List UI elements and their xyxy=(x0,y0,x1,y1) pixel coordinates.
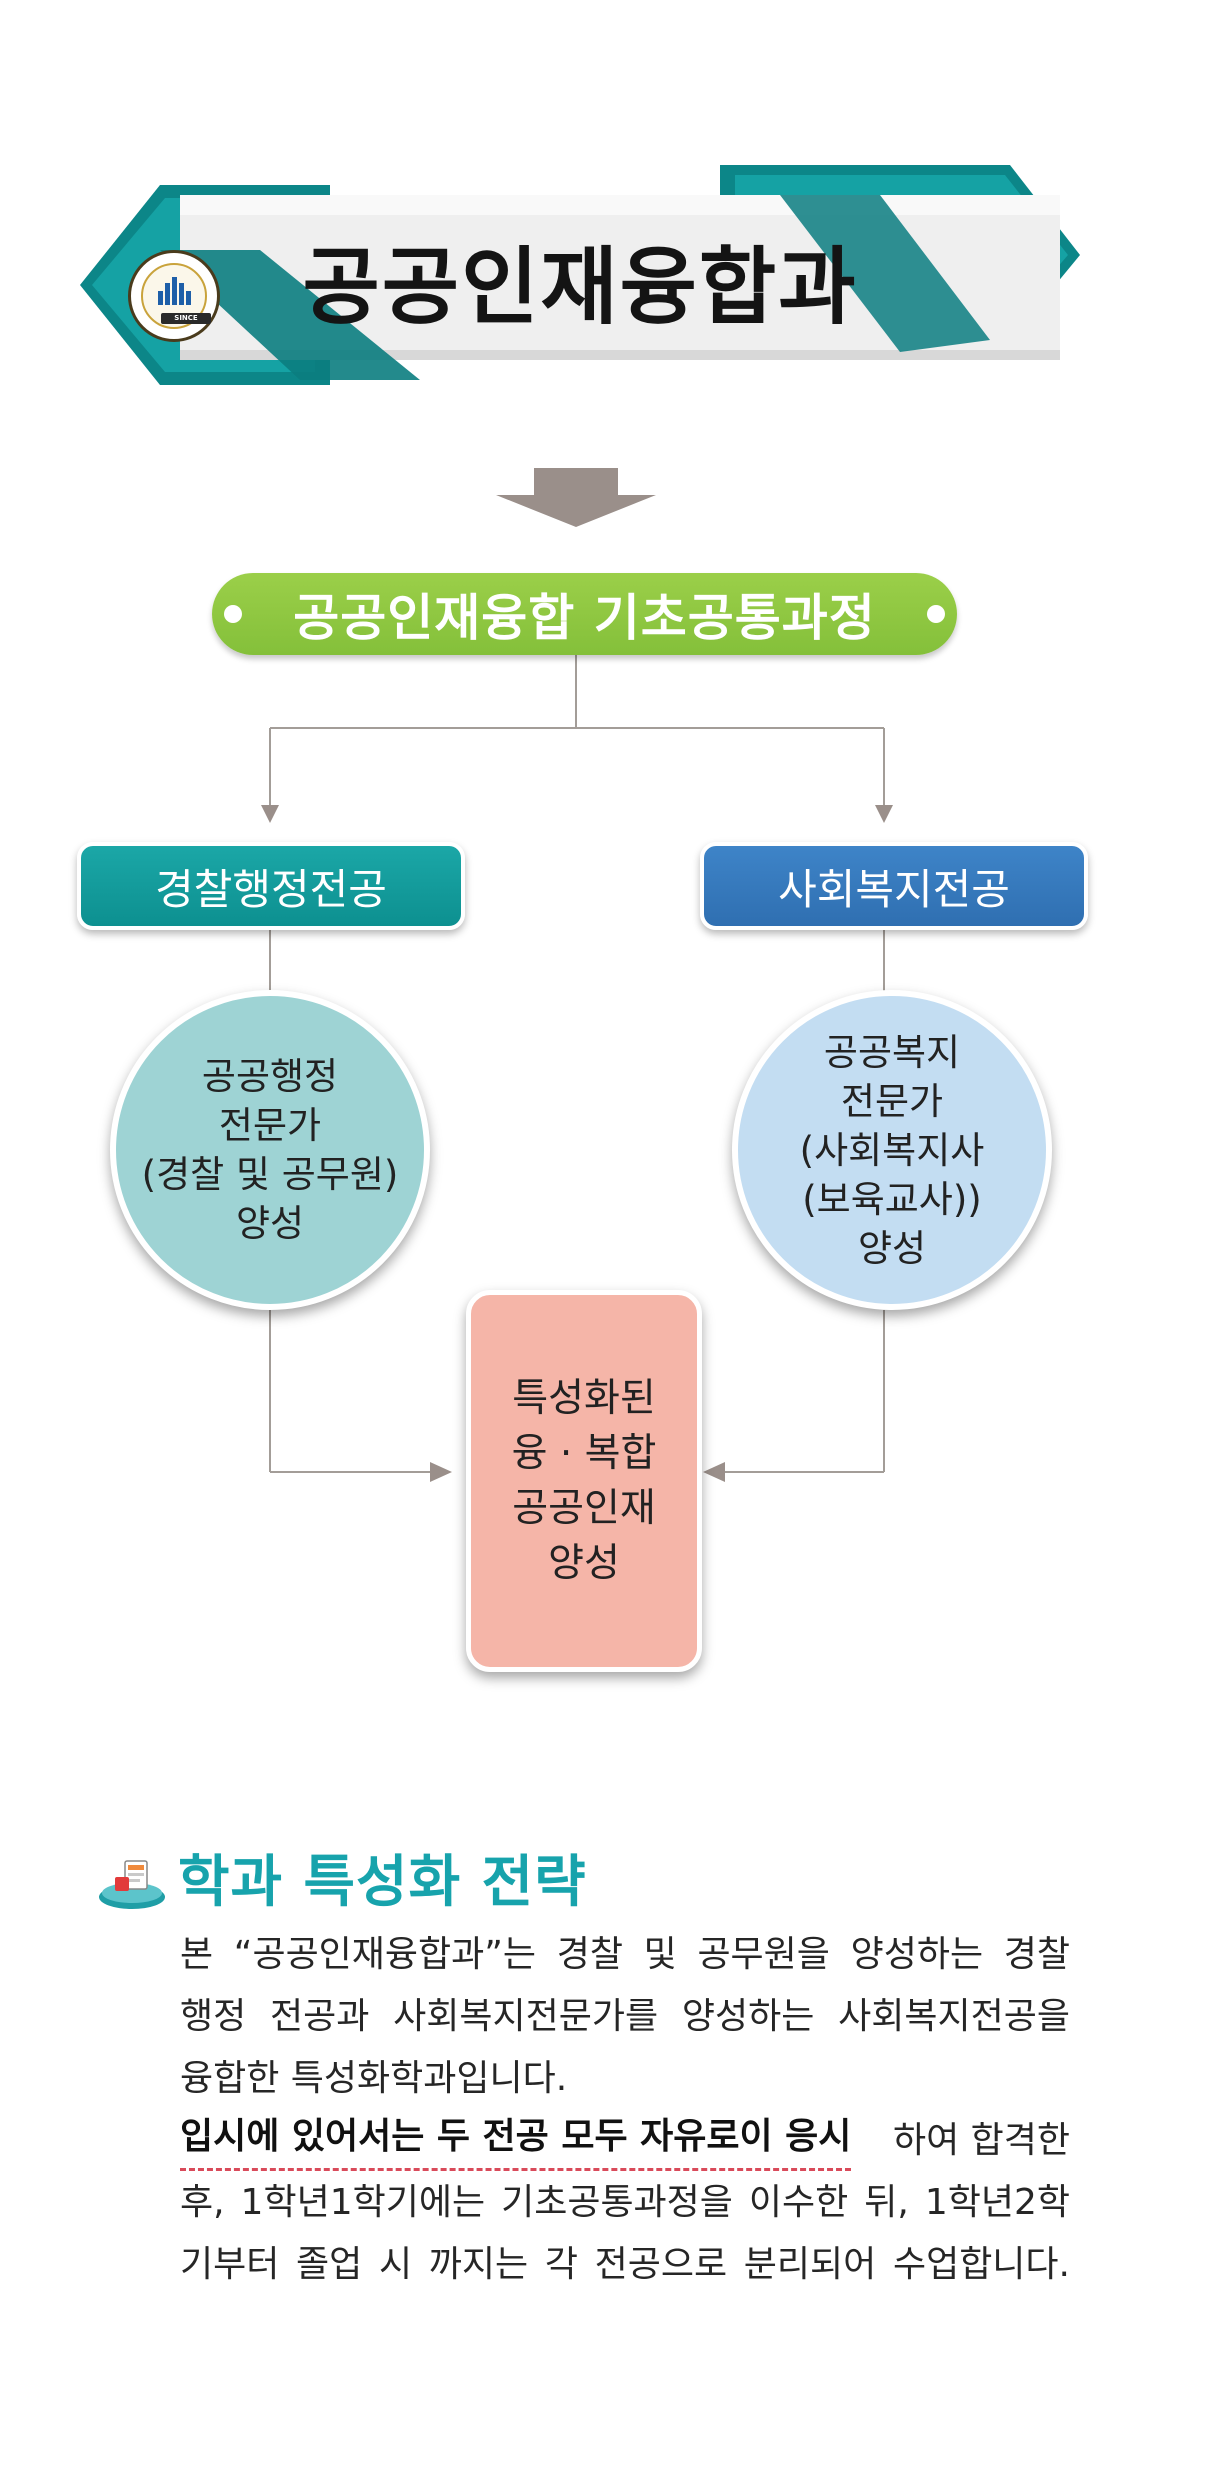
social-major-label: 사회복지전공 xyxy=(778,864,1010,914)
bulletin-icon xyxy=(99,1860,165,1909)
strategy-line-5: 후, 1학년1학기에는 기초공통과정을 이수한 뒤, 1학년2학 xyxy=(180,2182,1070,2223)
police-major-label: 경찰행정전공 xyxy=(155,864,387,914)
banner-ribbon xyxy=(80,165,1080,385)
strategy-line-1: 본 “공공인재융합과”는 경찰 및 공무원을 양성하는 경찰 xyxy=(180,1934,1070,1975)
police-outcome-circle: 공공행정 전문가 (경찰 및 공무원) 양성 xyxy=(110,990,430,1310)
strategy-line-2: 행정 전공과 사회복지전문가를 양성하는 사회복지전공을 xyxy=(180,1996,1070,2037)
social-outcome-circle: 공공복지 전문가 (사회복지사 (보육교사)) 양성 xyxy=(732,990,1052,1310)
pill-dot-left xyxy=(224,605,242,623)
strategy-heading: 학과 특성화 전략 xyxy=(178,1850,587,1915)
police-outcome-text: 공공행정 전문가 (경찰 및 공무원) 양성 xyxy=(141,1055,399,1245)
social-outcome-text: 공공복지 전문가 (사회복지사 (보육교사)) 양성 xyxy=(799,1030,985,1270)
department-title: 공공인재융합과 xyxy=(302,237,858,336)
final-outcome-box: 특성화된 융 · 복합 공공인재 양성 xyxy=(466,1290,702,1672)
arrowhead-into-center-left xyxy=(430,1462,452,1482)
pill-dot-right xyxy=(927,605,945,623)
strategy-line-4: 입시에 있어서는 두 전공 모두 자유로이 응시 하여 합격한 xyxy=(180,2111,1070,2171)
strategy-line-3: 융합한 특성화학과입니다. xyxy=(180,2058,568,2099)
down-arrow-icon xyxy=(496,468,656,527)
arrowhead-left-major xyxy=(261,805,279,823)
strategy-line-4-rest: 하여 합격한 xyxy=(892,2120,1070,2161)
admission-highlight: 입시에 있어서는 두 전공 모두 자유로이 응시 xyxy=(180,2111,852,2171)
police-major-box: 경찰행정전공 xyxy=(77,842,465,930)
arrowhead-right-major xyxy=(875,805,893,823)
common-course-pill: 공공인재융합 기초공통과정 xyxy=(212,573,957,655)
common-course-label: 공공인재융합 기초공통과정 xyxy=(293,589,876,647)
social-major-box: 사회복지전공 xyxy=(700,842,1088,930)
university-seal-logo: SINCE xyxy=(128,250,220,342)
arrowhead-into-center-right xyxy=(703,1462,725,1482)
strategy-line-6: 기부터 졸업 시 까지는 각 전공으로 분리되어 수업합니다. xyxy=(180,2244,1070,2285)
final-outcome-text: 특성화된 융 · 복합 공공인재 양성 xyxy=(511,1376,657,1586)
